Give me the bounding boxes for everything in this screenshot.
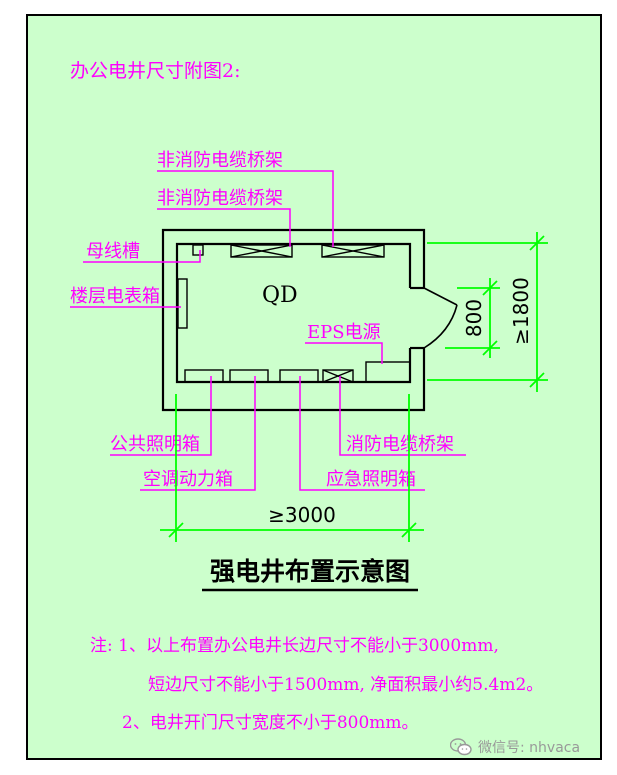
wechat-watermark: 微信号: nhvaca (450, 734, 580, 760)
public-light-box (184, 369, 224, 383)
busbar-duct (192, 244, 204, 256)
door-arc (423, 304, 458, 349)
note-line-3: 2、电井开门尺寸宽度不小于800mm。 (122, 713, 419, 733)
tray-top-left (230, 244, 293, 258)
label-tray-top-1: 非消防电缆桥架 (157, 150, 283, 171)
wechat-icon (450, 738, 472, 756)
label-tray-top-2: 非消防电缆桥架 (157, 188, 283, 209)
leader-fire-tray (339, 376, 466, 456)
leader-ac-power (140, 376, 256, 491)
dim-long-tick-left (168, 522, 184, 538)
label-meter-box: 楼层电表箱 (70, 286, 160, 307)
leader-eps (305, 342, 383, 364)
drawing-frame (26, 14, 602, 760)
dim-short-tick-top (529, 235, 545, 251)
dim-short-value: ≥1800 (509, 277, 533, 345)
leader-tray-top-1 (157, 170, 334, 247)
leader-public-light (110, 376, 212, 456)
notes: 注: 1、以上布置办公电井长边尺寸不能小于3000mm, 短边尺寸不能小于150… (90, 636, 543, 733)
tray-top-right (321, 244, 385, 258)
leader-lines (70, 170, 466, 491)
equipment-labels: 非消防电缆桥架 非消防电缆桥架 母线槽 楼层电表箱 EPS电源 公共照明箱 消防… (70, 150, 454, 490)
dimension-lines (160, 232, 548, 542)
label-fire-tray: 消防电缆桥架 (346, 434, 454, 455)
door-leaf (423, 287, 458, 306)
label-ac-power: 空调动力箱 (143, 469, 233, 490)
door-swing (423, 287, 458, 349)
dimension-values: 800 ≥1800 ≥3000 (268, 277, 533, 527)
diagram-title: 强电井布置示意图 (210, 557, 410, 586)
floor-meter-box (177, 278, 188, 329)
equipment (177, 244, 411, 383)
dim-long-tick-right (401, 522, 417, 538)
leader-busbar (83, 250, 201, 263)
label-busbar: 母线槽 (86, 241, 140, 262)
label-emergency-light: 应急照明箱 (326, 469, 416, 490)
dim-long-value: ≥3000 (268, 503, 336, 527)
label-eps: EPS电源 (307, 322, 381, 343)
header-title: 办公电井尺寸附图2: (70, 60, 241, 82)
dim-short-tick-bottom (529, 372, 545, 388)
room-walls (161, 228, 426, 412)
label-qd: QD (262, 283, 298, 308)
note-line-2: 短边尺寸不能小于1500mm, 净面积最小约5.4m2。 (148, 675, 543, 695)
inner-wall (175, 242, 412, 384)
fire-cable-tray (322, 369, 354, 383)
eps-cabinet (365, 361, 411, 383)
tray-top-left-x2 (230, 244, 293, 258)
note-line-1: 注: 1、以上布置办公电井长边尺寸不能小于3000mm, (90, 636, 499, 656)
leader-tray-top-2 (157, 208, 291, 247)
label-public-light: 公共照明箱 (110, 434, 200, 455)
tray-top-right-x2 (321, 244, 385, 258)
dim-door-value: 800 (462, 299, 486, 337)
leader-emergency-light (299, 376, 425, 491)
watermark-text: 微信号: nhvaca (478, 740, 581, 756)
emergency-light-box (279, 369, 319, 383)
dim-door-tick-bottom (482, 340, 498, 356)
fire-tray-x2 (322, 369, 354, 383)
dim-door-tick-top (482, 280, 498, 296)
ac-power-box (229, 369, 269, 383)
outer-wall (161, 228, 426, 412)
